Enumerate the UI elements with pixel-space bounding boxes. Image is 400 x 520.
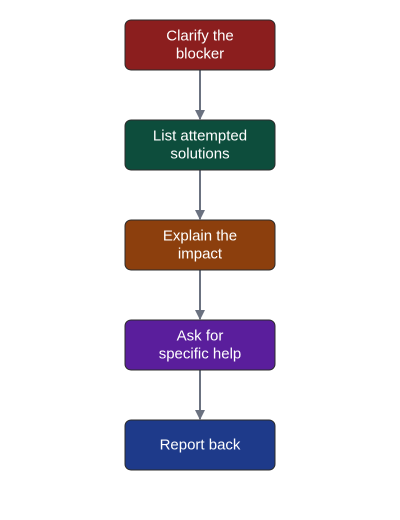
node-label-list-1: solutions: [170, 146, 229, 163]
node-label-clarify-0: Clarify the: [166, 28, 234, 45]
node-box-ask: [124, 319, 276, 371]
node-label-clarify-1: blocker: [176, 46, 224, 63]
node-label-ask-0: Ask for: [177, 328, 224, 345]
node-label-ask-1: specific help: [159, 346, 242, 363]
node-label-explain-0: Explain the: [163, 228, 237, 245]
node-label-report-0: Report back: [160, 437, 241, 454]
node-label-list-0: List attempted: [153, 128, 247, 145]
node-report: Report back: [124, 419, 276, 471]
node-box-list: [124, 119, 276, 171]
node-box-clarify: [124, 19, 276, 71]
node-box-explain: [124, 219, 276, 271]
node-box-report: [124, 419, 276, 471]
node-label-explain-1: impact: [178, 246, 223, 263]
